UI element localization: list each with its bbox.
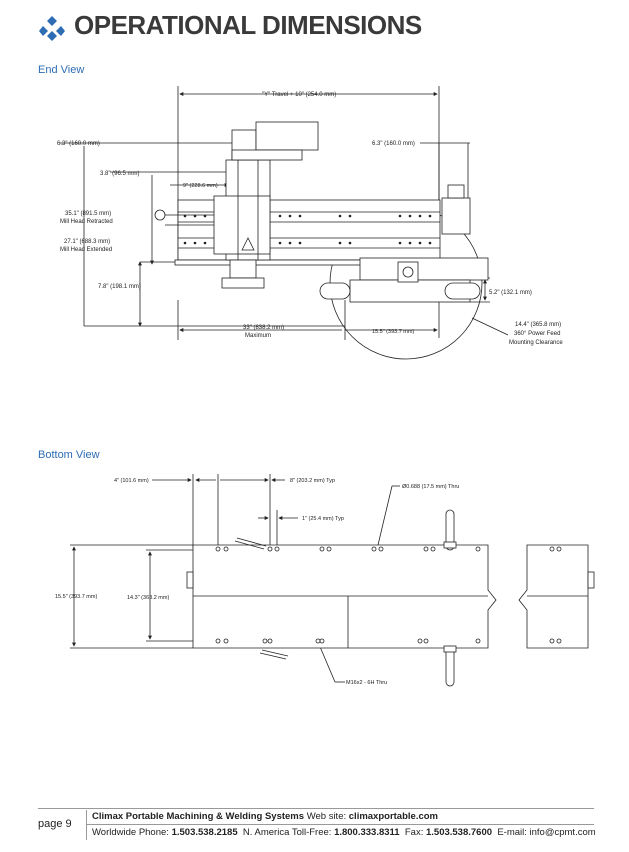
footer-company-line: Climax Portable Machining & Welding Syst…: [92, 811, 438, 822]
dim-5-2: 5.2" (132.1 mm): [489, 290, 532, 296]
dim-y-travel: "Y" Travel + 10" (254.0 mm): [262, 92, 336, 98]
bottom-view-label: Bottom View: [38, 449, 100, 461]
dim-left-6-3: 6.3" (160.0 mm): [57, 141, 100, 147]
dim-14-4: 14.4" (365.8 mm): [515, 322, 561, 328]
dim-35-1-note: Mill Head Retracted: [60, 219, 113, 225]
dim-14-4-note2: Mounting Clearance: [509, 340, 563, 346]
end-view-dimensions: "Y" Travel + 10" (254.0 mm) 6.3" (160.0 …: [57, 92, 563, 346]
dim-right-6-3: 6.3" (160.0 mm): [372, 141, 415, 147]
dim-33-note: Maximum: [245, 333, 271, 339]
company-name: Climax Portable Machining & Welding Syst…: [92, 811, 305, 822]
footer-separator: [86, 810, 87, 840]
email-link[interactable]: info@cpmt.com: [529, 827, 596, 838]
dim-27-1: 27.1" (688.3 mm): [64, 239, 110, 245]
web-label: Web site:: [306, 811, 347, 822]
na-label: N. America Toll-Free:: [242, 827, 332, 838]
ww-label: Worldwide Phone:: [92, 827, 169, 838]
web-link[interactable]: climaxportable.com: [348, 811, 438, 822]
dim-9: 9" (228.6 mm): [183, 183, 218, 189]
page-number: page 9: [38, 818, 72, 830]
na-phone: 1.800.333.8311: [334, 827, 400, 838]
fax-label: Fax:: [404, 827, 424, 838]
dim-4: 4" (101.6 mm): [114, 478, 149, 484]
dim-7-8: 7.8" (198.1 mm): [98, 284, 141, 290]
bottom-view-dimensions: 4" (101.6 mm) 8" (203.2 mm) Typ 1" (25.4…: [55, 478, 459, 686]
dim-14-3: 14.3" (363.2 mm): [127, 595, 169, 601]
climax-logo-icon: [39, 16, 65, 41]
footer-top-rule: [38, 808, 594, 809]
page-title: OPERATIONAL DIMENSIONS: [74, 10, 422, 40]
email-label: E-mail:: [497, 827, 527, 838]
dim-14-4-note1: 360° Power Feed: [514, 331, 560, 337]
bottom-view-drawing: [70, 474, 595, 687]
end-view-drawing: [60, 86, 509, 360]
footer-contact-line: Worldwide Phone: 1.503.538.2185 N. Ameri…: [92, 827, 596, 838]
dim-35-1: 35.1" (891.5 mm): [65, 211, 111, 217]
dim-8: 8" (203.2 mm) Typ: [290, 478, 335, 484]
dim-3-8: 3.8" (96.5 mm): [100, 171, 139, 177]
dim-hole: Ø0.688 (17.5 mm) Thru: [402, 484, 459, 490]
dim-15-5-bottom: 15.5" (393.7 mm): [55, 594, 97, 600]
ww-phone: 1.503.538.2185: [171, 827, 238, 838]
fax-number: 1.503.538.7600: [425, 827, 493, 838]
dim-27-1-note: Mill Head Extended: [60, 247, 112, 253]
dim-1: 1" (25.4 mm) Typ: [302, 516, 344, 522]
dim-15-5: 15.5" (393.7 mm): [372, 329, 414, 335]
end-view-label: End View: [38, 64, 85, 76]
footer-mid-rule: [86, 824, 594, 825]
dim-thread: M16x2 - 6H Thru: [346, 680, 387, 686]
dim-33: 33" (838.2 mm): [243, 325, 284, 331]
